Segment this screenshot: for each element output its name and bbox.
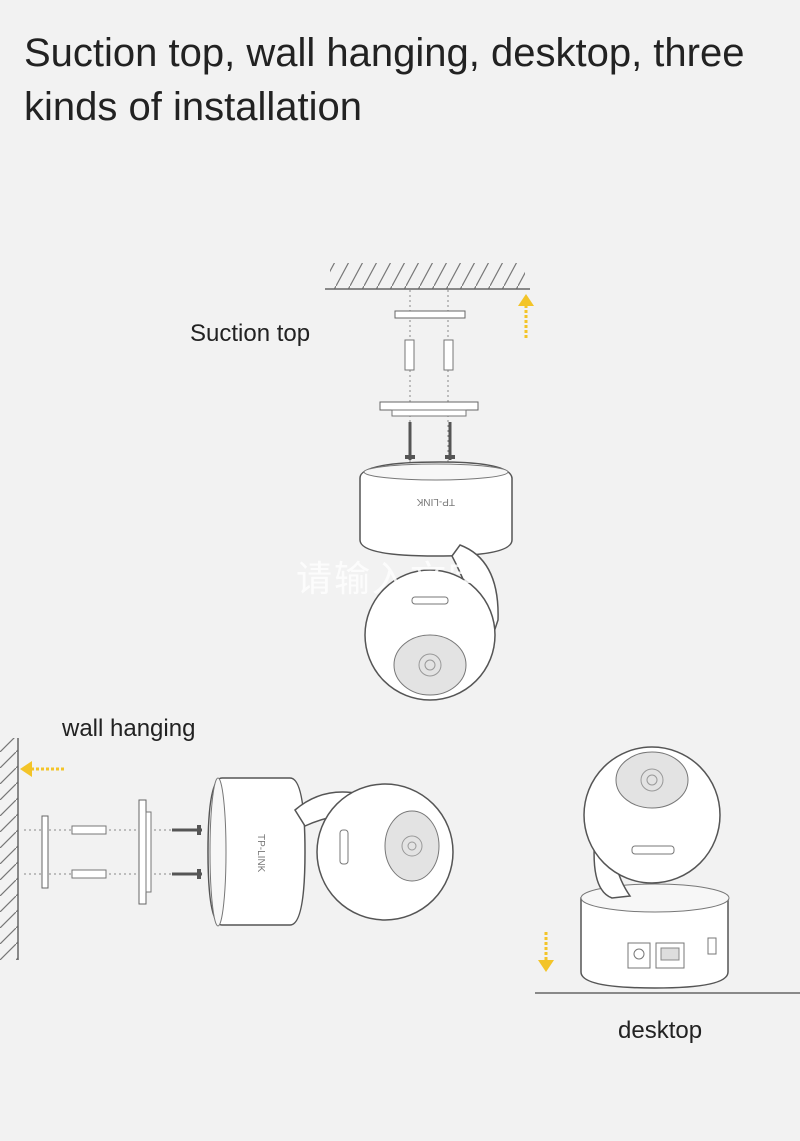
mount-bracket-base [391, 409, 467, 417]
adhesive-pad [394, 310, 466, 319]
brand-text: TP-LINK [255, 834, 266, 873]
wall-anchor [443, 339, 454, 371]
ceiling-camera: TP-LINK [359, 461, 513, 701]
arrow-down-icon [538, 932, 554, 972]
screw [405, 422, 415, 460]
ceiling-mount-group [325, 263, 534, 470]
wall-camera: TP-LINK [207, 777, 454, 927]
wall-mount-group [0, 738, 202, 960]
mount-bracket [138, 799, 147, 905]
mount-bracket-base [145, 811, 152, 893]
adhesive-pad [41, 815, 49, 889]
mount-bracket [379, 401, 479, 411]
suction-top-label: Suction top [190, 320, 311, 347]
desktop-label: desktop [618, 1017, 703, 1044]
screw [172, 869, 202, 879]
desktop-camera [535, 746, 800, 994]
arrow-up-icon [518, 294, 534, 338]
ceiling-hatch [330, 263, 525, 289]
power-port [627, 942, 651, 969]
screw [445, 422, 455, 460]
brand-text: TP-LINK [416, 496, 455, 507]
wall-hatch [0, 738, 18, 960]
arrow-left-icon [20, 761, 64, 777]
wall-hanging-label: wall hanging [62, 715, 196, 742]
wall-anchor [71, 825, 107, 835]
wall-anchor [71, 869, 107, 879]
wall-anchor [404, 339, 415, 371]
watermark-text: 请输入文字 [296, 559, 487, 600]
screw [172, 825, 202, 835]
page-title: Suction top, wall hanging, desktop, thre… [24, 31, 745, 129]
